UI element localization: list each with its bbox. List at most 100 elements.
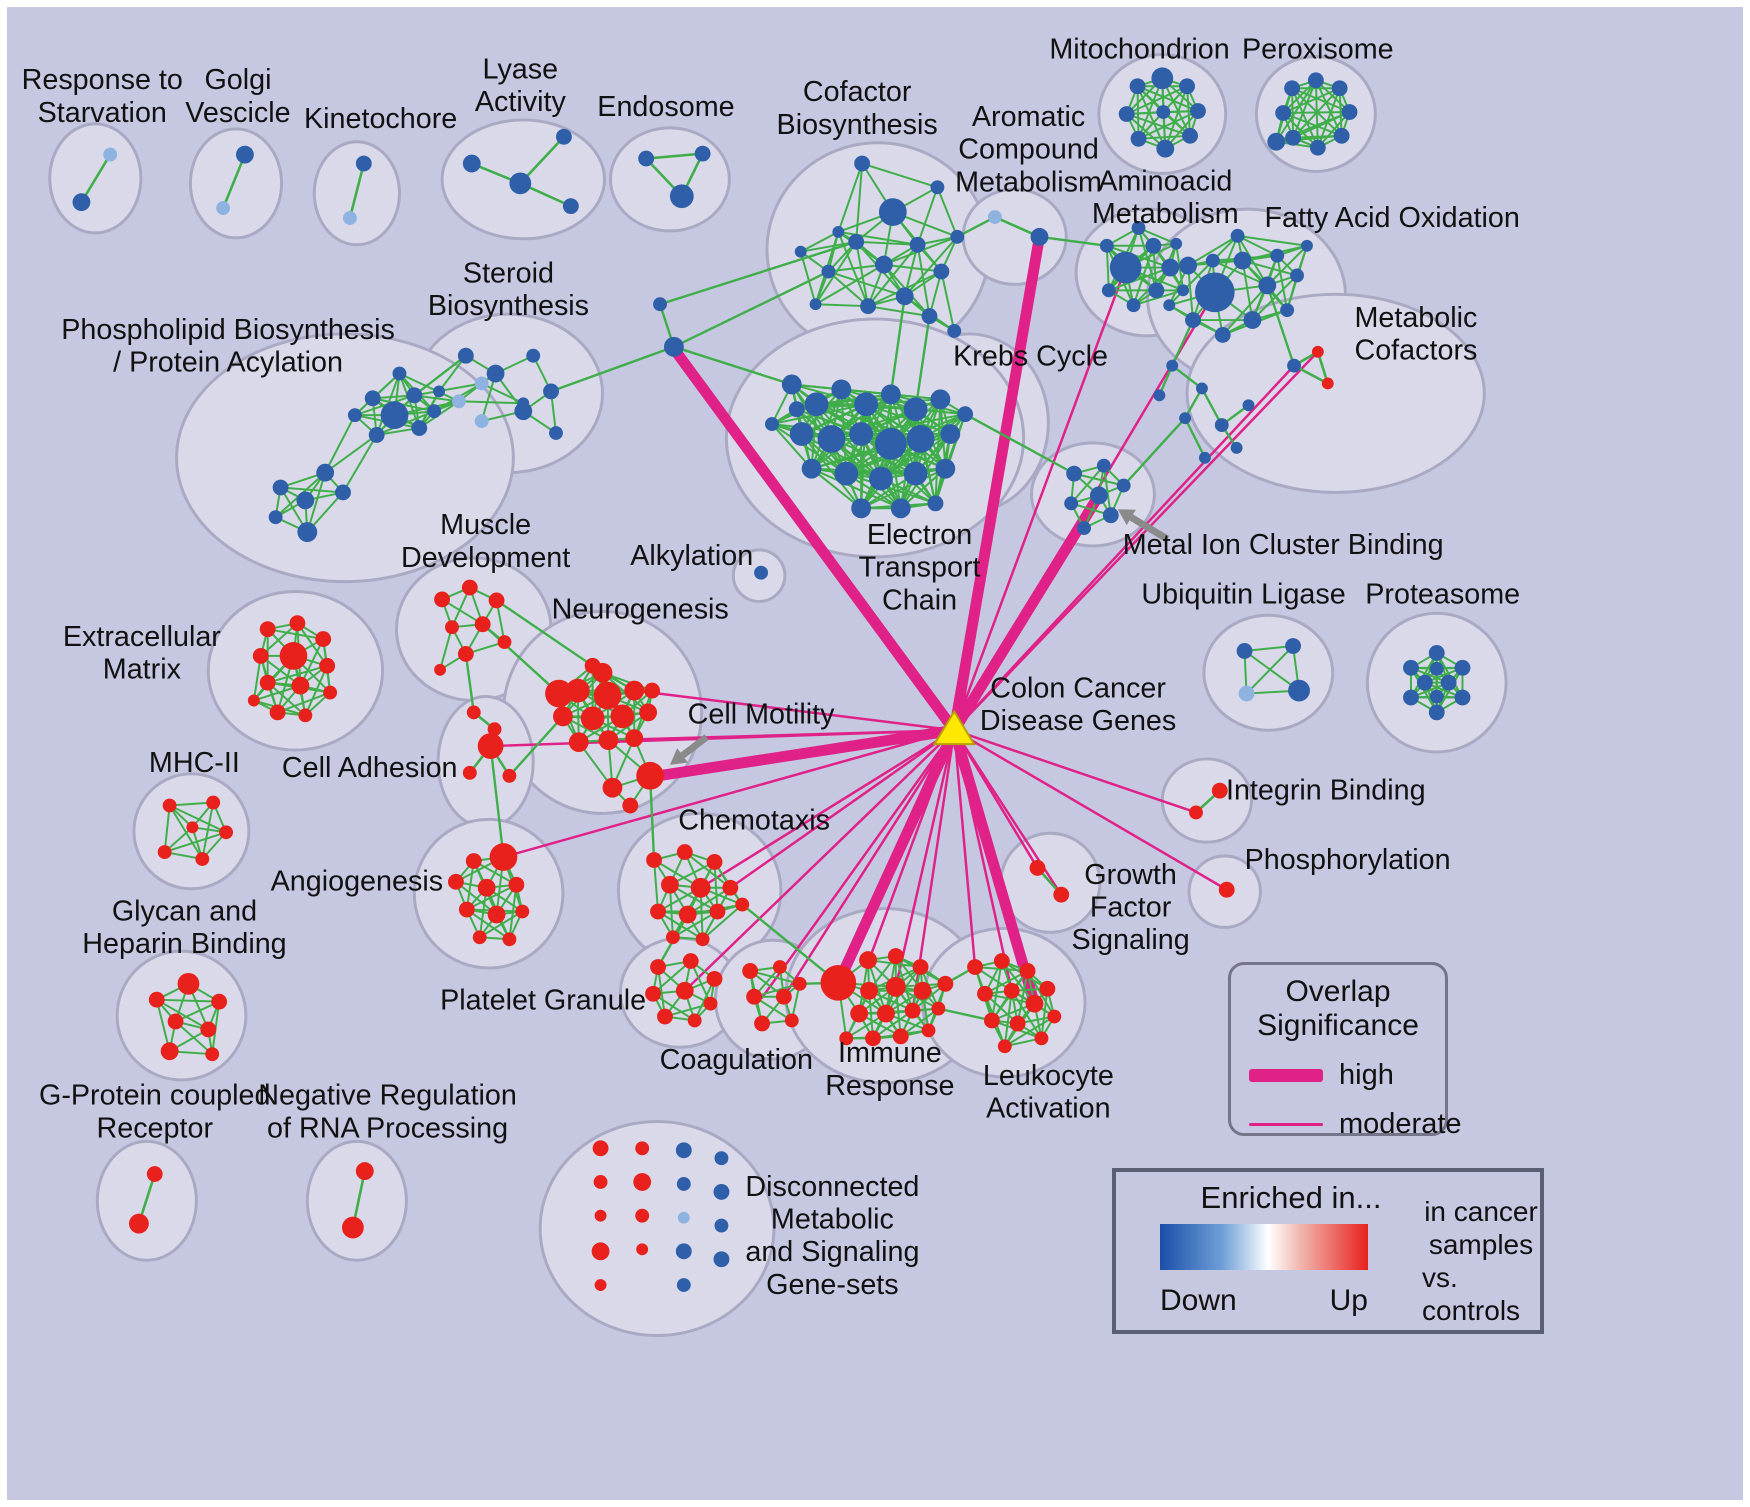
gene-set-node <box>937 975 954 992</box>
gene-set-node <box>515 904 530 919</box>
gene-set-node <box>1145 237 1162 254</box>
gene-set-edge <box>837 163 864 233</box>
gene-set-node <box>713 1251 730 1268</box>
cluster-label-mhc-ii: MHC-II <box>149 747 240 779</box>
gene-set-node <box>890 498 911 519</box>
gene-set-node <box>568 732 589 753</box>
gene-set-link <box>741 903 840 984</box>
gene-set-node <box>517 397 530 410</box>
gene-set-edge <box>990 960 1003 1021</box>
gene-set-node <box>854 155 871 172</box>
cluster-label-negative-regulation-rna-processing: Negative Regulation <box>258 1080 517 1112</box>
overlap-edge-moderate <box>683 728 956 993</box>
gene-set-node <box>594 1209 607 1222</box>
gene-set-node <box>931 1001 946 1016</box>
gene-set-node <box>859 951 877 969</box>
gene-set-node <box>1416 674 1433 691</box>
gene-set-node <box>296 491 315 510</box>
overlap-legend-title-line2: Significance <box>1257 1009 1419 1042</box>
cluster-label-electron-transport-chain: Electron <box>867 519 972 551</box>
gene-set-node <box>940 424 961 444</box>
cluster-label-proteasome: Proteasome <box>1365 578 1520 610</box>
gene-set-node <box>657 1008 673 1025</box>
cluster-ellipse-glycan-heparin-binding <box>115 949 248 1082</box>
gene-set-node <box>676 844 693 861</box>
gene-set-edge <box>479 910 523 939</box>
cluster-label-chemotaxis: Chemotaxis <box>678 804 830 836</box>
gene-set-node <box>195 852 210 866</box>
gene-set-link <box>1171 364 1203 390</box>
gene-set-node <box>269 704 286 721</box>
gene-set-node <box>1428 704 1445 721</box>
cluster-label-disconnected-gene-sets: Metabolic <box>771 1204 894 1236</box>
gene-set-node <box>487 905 506 924</box>
gene-set-edge <box>940 271 956 332</box>
gene-set-node <box>216 201 231 216</box>
gene-set-edge <box>1137 85 1199 112</box>
gene-set-edge <box>466 883 517 911</box>
gene-set-edge <box>815 263 885 306</box>
overlap-edge-high <box>948 231 1045 736</box>
gene-set-edge <box>1275 79 1317 143</box>
gene-set-node <box>676 1177 691 1191</box>
gene-set-edge <box>1108 266 1171 292</box>
overlap-edge-moderate <box>489 728 956 748</box>
gene-set-node <box>694 145 711 162</box>
gene-set-node <box>714 1218 729 1233</box>
cluster-label-lyase-activity: Activity <box>475 86 567 118</box>
gene-set-node <box>1179 256 1197 275</box>
gene-set-node <box>1236 643 1253 659</box>
gene-set-edge <box>348 163 366 219</box>
gene-set-node <box>669 184 694 209</box>
gene-set-node <box>462 765 477 780</box>
gene-set-node <box>772 960 787 974</box>
gene-set-node <box>1126 298 1141 313</box>
gene-set-node <box>502 932 517 947</box>
gene-set-node <box>211 993 228 1010</box>
gene-set-node <box>865 1030 881 1047</box>
cluster-label-growth-factor-signaling: Signaling <box>1072 924 1190 956</box>
gene-set-node <box>661 875 679 894</box>
colon-cancer-hub-triangle <box>932 709 976 746</box>
gene-set-node <box>1129 78 1146 95</box>
enrichment-gradient-bar <box>1160 1224 1368 1270</box>
gene-set-node <box>347 408 362 423</box>
gene-set-node <box>687 1013 702 1028</box>
gene-set-node <box>1285 129 1302 146</box>
gene-set-node <box>316 463 335 482</box>
gene-set-node <box>906 425 935 453</box>
gene-set-node <box>1096 458 1111 473</box>
context-line3: vs. controls <box>1422 1262 1521 1326</box>
gene-set-edge <box>164 831 227 854</box>
gene-set-node <box>167 1013 184 1030</box>
gene-set-edge <box>481 382 524 405</box>
gene-set-node <box>1156 105 1171 119</box>
gene-set-edge <box>1276 255 1289 311</box>
gene-set-node <box>1029 860 1046 876</box>
gene-set-link <box>508 715 564 777</box>
gene-set-node <box>474 414 489 429</box>
gene-set-node <box>635 1208 650 1223</box>
gene-set-node <box>1205 253 1220 268</box>
gene-set-node <box>1211 782 1228 799</box>
gene-set-edge <box>846 467 946 475</box>
gene-set-node <box>834 461 859 486</box>
gene-set-edge <box>914 413 966 475</box>
gene-set-node <box>885 976 906 997</box>
gene-set-node <box>509 172 532 195</box>
gene-set-node <box>289 615 306 632</box>
gene-set-edge <box>169 804 227 834</box>
gene-set-edge <box>1105 245 1110 291</box>
gene-set-node <box>543 383 559 400</box>
gene-set-edge <box>1136 85 1167 150</box>
gene-set-node <box>993 953 1010 969</box>
gene-set-node <box>355 155 372 172</box>
gene-set-edge <box>1244 645 1294 652</box>
gene-set-node <box>1190 103 1206 119</box>
gene-set-edge <box>1164 85 1189 149</box>
gene-set-node <box>298 708 313 723</box>
enrichment-legend-title: Enriched in... <box>1200 1180 1382 1215</box>
gene-set-node <box>177 972 200 995</box>
gene-set-link <box>464 653 475 713</box>
gene-set-node <box>1177 284 1190 297</box>
